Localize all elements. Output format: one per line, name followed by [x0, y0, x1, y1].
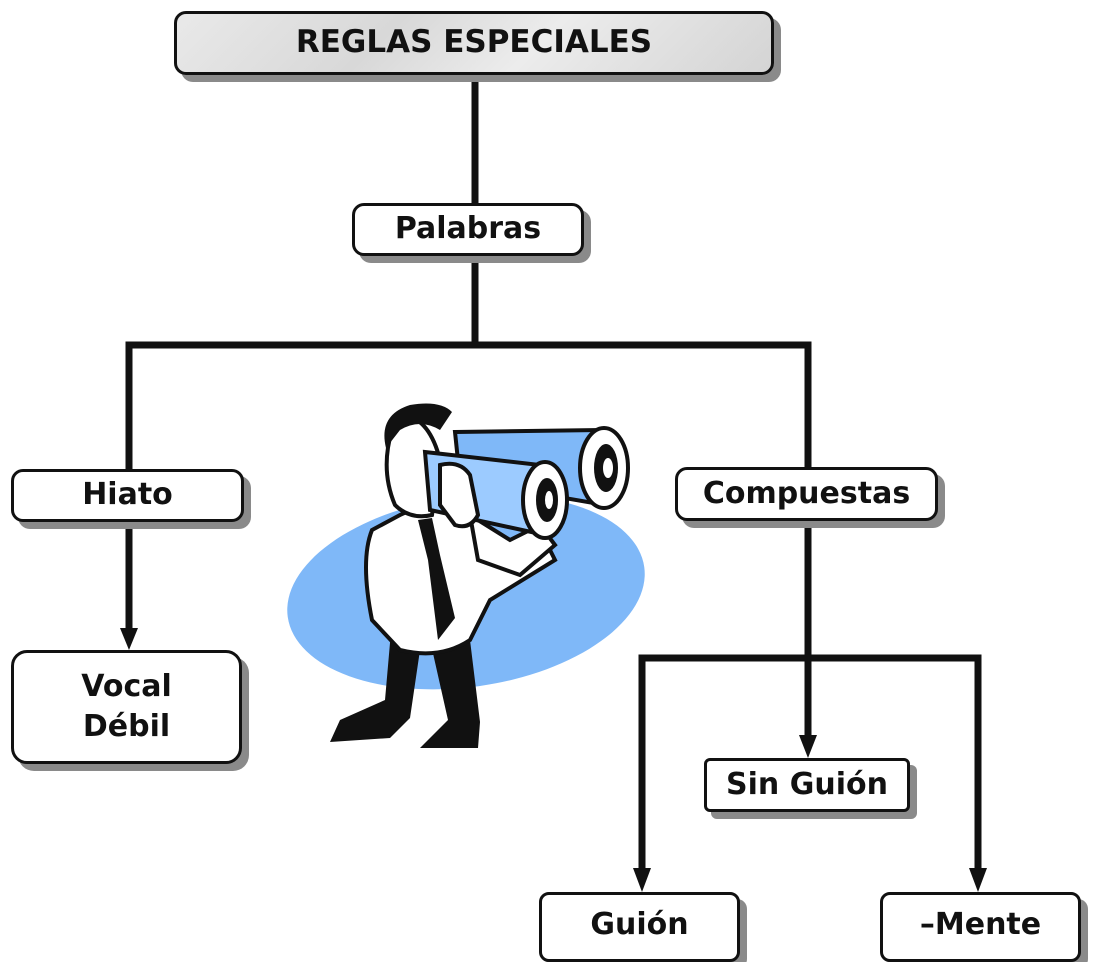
vocal-debil-node: Vocal Débil [11, 650, 242, 764]
compuestas-node: Compuestas [675, 467, 938, 521]
right-leg [420, 640, 480, 748]
palabras-node: Palabras [352, 203, 584, 256]
hiato-node: Hiato [11, 469, 244, 522]
hair [384, 403, 452, 448]
guion-node: Guión [539, 892, 740, 962]
guion-label: Guión [590, 907, 689, 942]
tie [418, 518, 455, 640]
compuestas-label: Compuestas [702, 475, 911, 511]
binoculars-icon [422, 426, 630, 540]
arrow-to-singuion [799, 735, 817, 758]
sin-guion-node: Sin Guión [704, 758, 910, 812]
palabras-label: Palabras [394, 211, 542, 247]
title-label: REGLAS ESPECIALES [295, 24, 653, 61]
mente-label: –Mente [919, 907, 1042, 942]
title-box: REGLAS ESPECIALES [174, 11, 774, 75]
arrow-to-guion [633, 868, 651, 892]
hiato-label: Hiato [82, 477, 173, 513]
vocal-label-line1: Vocal [81, 668, 172, 704]
vocal-label-line2: Débil [82, 709, 171, 744]
hand [438, 461, 481, 529]
sin-guion-label: Sin Guión [726, 766, 888, 802]
arrow-to-mente [969, 868, 987, 892]
arrow-to-vocal [120, 628, 138, 650]
mente-node: –Mente [880, 892, 1081, 962]
left-leg [330, 620, 420, 742]
